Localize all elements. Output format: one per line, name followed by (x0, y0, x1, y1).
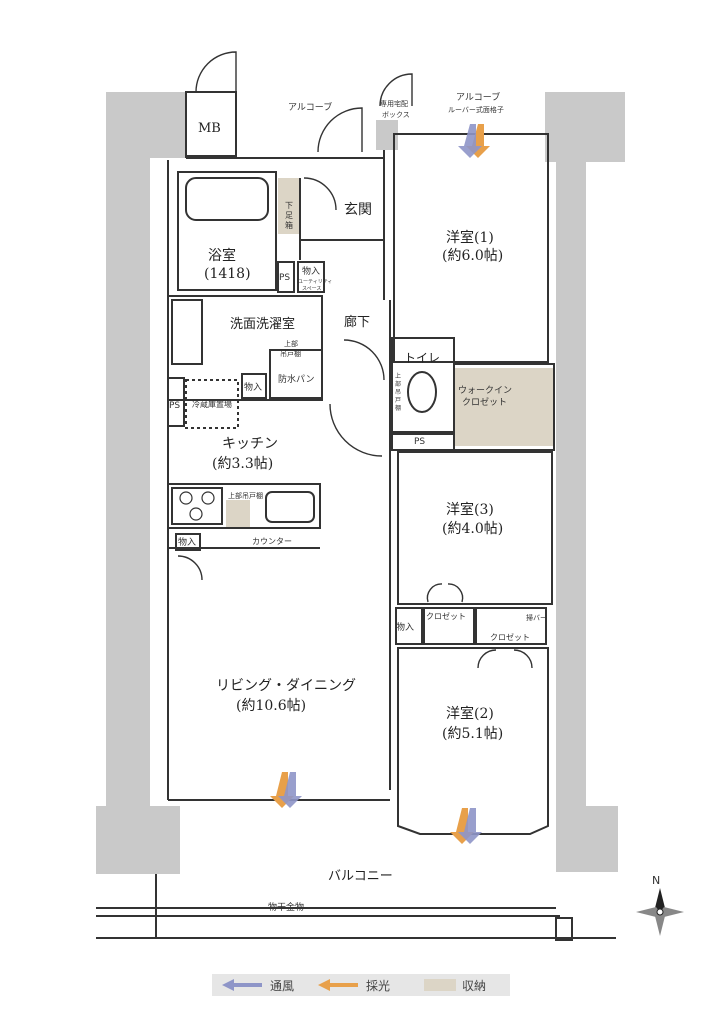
room-western3-name: 洋室(3) (446, 501, 494, 518)
room-balcony: バルコニー (328, 869, 393, 884)
room-bath-size: (1418) (204, 266, 251, 282)
legend-storage-label: 収納 (462, 979, 486, 993)
label-drying-rack: 物干金物 (268, 901, 304, 913)
room-wash: 洗面洗濯室 (230, 316, 295, 332)
room-walkin-1: ウォークイン (458, 385, 512, 396)
storage-areas (226, 178, 554, 528)
label-storage-wash: 物入 (244, 381, 262, 393)
label-upper-cabinet-wash-2: 吊戸棚 (280, 349, 301, 358)
label-upper-cabinet-toilet-2: 部 (395, 380, 401, 388)
label-shoe-box-3: 箱 (285, 220, 293, 230)
label-upper-cabinet-toilet-5: 棚 (395, 404, 401, 412)
legend: 通風 採光 収納 (212, 974, 510, 996)
label-closet2: クロゼット (490, 632, 530, 642)
label-storage-utility-3: スペース (302, 286, 321, 292)
room-bath-name: 浴室 (208, 247, 236, 264)
legend-wind-label: 通風 (270, 979, 294, 993)
label-delivery-box-2: ボックス (382, 111, 410, 119)
room-toilet: トイレ (404, 351, 440, 365)
room-western1-name: 洋室(1) (446, 229, 494, 246)
label-delivery-box-1: 専用宅配 (380, 99, 408, 108)
room-western2-name: 洋室(2) (446, 705, 494, 722)
room-labels: MB アルコーブ 専用宅配 ボックス アルコーブ ルーバー式面格子 浴室 (14… (169, 91, 547, 913)
label-upper-cabinet-kitchen: 上部吊戸棚 (228, 491, 263, 500)
label-ps2: PS (169, 401, 180, 411)
airflow-arrows (270, 124, 490, 844)
door-swings (177, 51, 533, 669)
label-fridge: 冷蔵庫置場 (192, 399, 232, 409)
room-living-size: (約10.6帖) (236, 698, 306, 714)
stove-icon (179, 491, 215, 521)
label-mb: MB (198, 121, 221, 136)
legend-light-arrow-icon (318, 979, 358, 991)
legend-storage-swatch (424, 979, 456, 991)
room-kitchen-size: (約3.3帖) (212, 456, 273, 472)
room-western1-size: (約6.0帖) (442, 248, 503, 264)
structural-walls (96, 92, 625, 874)
label-alcove1: アルコーブ (288, 101, 332, 113)
label-upper-cabinet-toilet-1: 上 (395, 372, 401, 380)
label-shoe-box-1: 下 (285, 201, 293, 210)
room-entrance: 玄関 (344, 201, 372, 218)
label-closet1: クロゼット (426, 611, 466, 621)
label-storage-utility-2: ユーティリティ (298, 279, 332, 285)
legend-wind-arrow-icon (222, 979, 262, 991)
compass-icon: N (636, 874, 684, 936)
label-ps3: PS (414, 437, 425, 447)
label-upper-cabinet-toilet-3: 吊 (395, 389, 401, 396)
room-living-name: リビング・ダイニング (216, 678, 356, 694)
label-louver: ルーバー式面格子 (448, 105, 504, 114)
interior-walls (96, 91, 616, 941)
room-western2-size: (約5.1帖) (442, 726, 503, 742)
label-storage-utility-1: 物入 (302, 265, 320, 277)
compass-north: N (652, 874, 660, 887)
label-upper-cabinet-toilet-4: 戸 (395, 397, 401, 404)
label-counter: カウンター (252, 537, 292, 546)
label-storage-corridor: 物入 (396, 621, 414, 633)
legend-light-label: 採光 (366, 979, 390, 993)
room-western3-size: (約4.0帖) (442, 521, 503, 537)
label-upper-cabinet-wash-1: 上部 (284, 339, 298, 348)
label-alcove2: アルコーブ (456, 91, 500, 103)
label-storage-kitchen: 物入 (178, 536, 196, 548)
room-kitchen-name: キッチン (222, 436, 278, 452)
label-waterproof-pan: 防水パン (278, 373, 314, 385)
label-sweeper: 掃バー (526, 613, 547, 622)
room-corridor: 廊下 (344, 314, 370, 330)
label-shoe-box-2: 足 (285, 211, 293, 220)
label-ps1: PS (279, 273, 290, 283)
room-walkin-2: クロゼット (462, 396, 507, 408)
